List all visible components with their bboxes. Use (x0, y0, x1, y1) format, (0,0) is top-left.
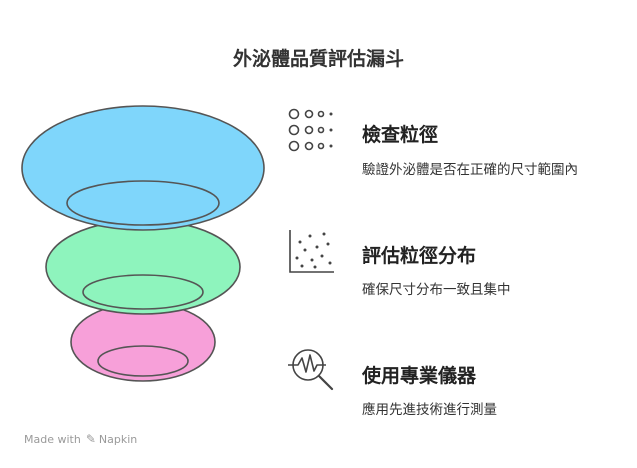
napkin-logo-icon: ✎ (85, 432, 96, 446)
made-with-napkin-footer: Made with ✎ Napkin (24, 432, 137, 446)
item-desc-use-instruments: 應用先進技術進行測量 (362, 402, 497, 418)
item-title-check-size: 檢查粒徑 (362, 124, 439, 146)
made-with-label: Made with (24, 432, 81, 446)
item-desc-check-size: 驗證外泌體是否在正確的尺寸範圍內 (362, 162, 578, 178)
item-title-evaluate-distribution: 評估粒徑分布 (362, 245, 477, 267)
scatter-plot-icon (289, 230, 334, 273)
funnel-layer-1 (21, 105, 265, 231)
item-desc-evaluate-distribution: 確保尺寸分布一致且集中 (362, 282, 511, 298)
funnel-layer-3 (70, 302, 216, 382)
magnifier-waveform-icon (288, 349, 334, 391)
dot-grid-icon (288, 108, 333, 152)
item-title-use-instruments: 使用專業儀器 (362, 365, 477, 387)
napkin-brand: Napkin (98, 432, 138, 446)
funnel-layer-2 (45, 219, 241, 315)
diagram-title: 外泌體品質評估漏斗 (232, 48, 404, 70)
